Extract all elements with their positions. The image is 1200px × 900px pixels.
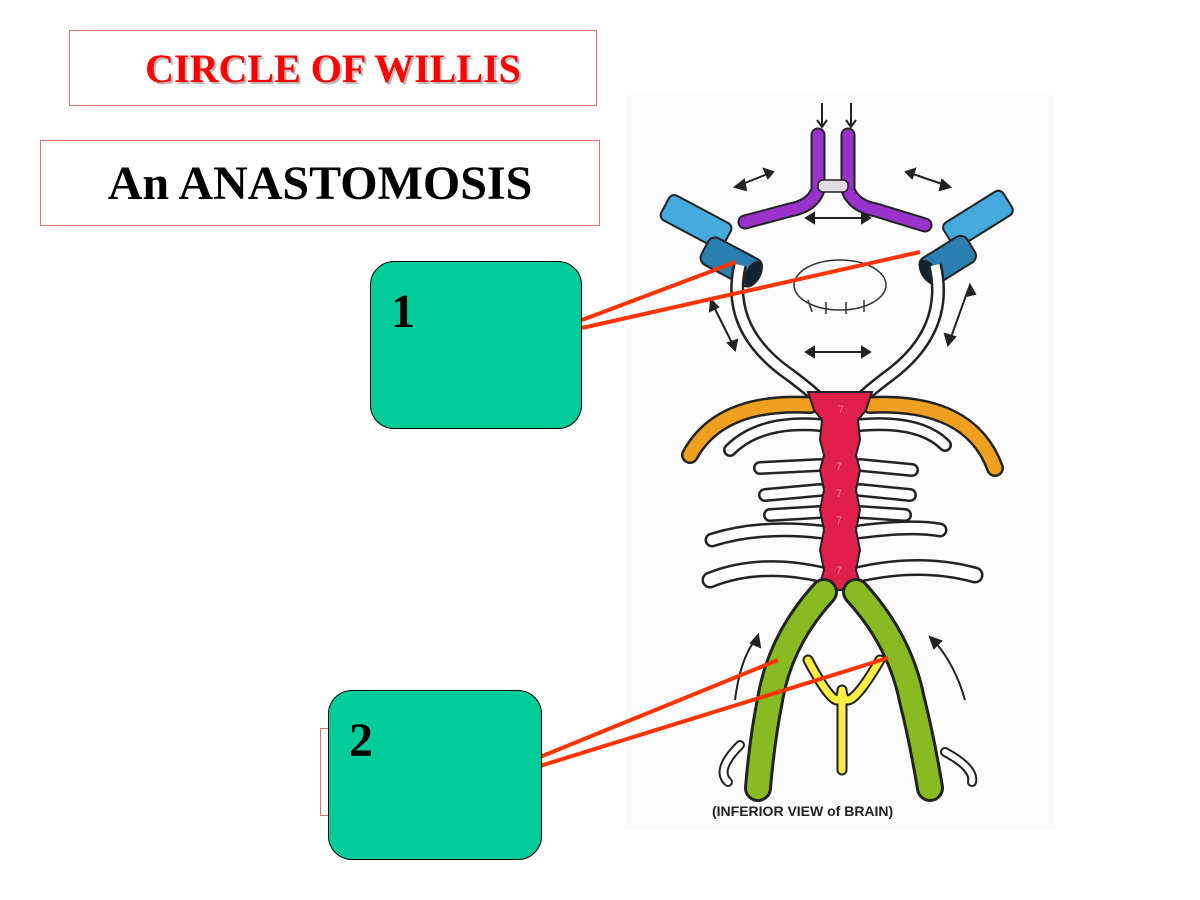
figure-caption: (INFERIOR VIEW of BRAIN): [712, 803, 894, 819]
posterior-inferior-branches: [718, 740, 978, 787]
artery-number-7a: 7: [838, 404, 844, 416]
leader-line-2b: [539, 656, 889, 768]
flow-arrows-top: [816, 103, 857, 129]
anterior-spinal-artery: [802, 654, 886, 776]
pontine-branches: [701, 417, 984, 589]
leader-line-1a: [581, 260, 737, 322]
label-box-2[interactable]: 2: [328, 690, 542, 860]
leader-line-2a: [539, 658, 779, 759]
anterior-communicating-artery: [817, 179, 849, 193]
superior-cerebellar-arteries: [681, 395, 1004, 477]
flow-arrows-bottom: [734, 632, 966, 701]
artery-number-7e: 7: [836, 565, 842, 577]
artery-number-7c: 7: [836, 488, 842, 500]
flow-arrows-middle: [708, 167, 977, 359]
leader-lines: [539, 250, 921, 768]
slide-subtitle: An ANASTOMOSIS: [107, 156, 533, 210]
subtitle-box: An ANASTOMOSIS: [40, 140, 600, 226]
title-box: CIRCLE OF WILLIS: [69, 30, 597, 106]
vertebral-arteries: [744, 578, 944, 802]
internal-carotid-arteries: [659, 189, 1014, 288]
label-box-1[interactable]: 1: [370, 261, 582, 429]
artery-number-7b: 7: [836, 461, 842, 473]
label-number-2: 2: [349, 714, 373, 767]
label-number-1: 1: [391, 285, 415, 338]
pituitary-outline: [793, 259, 887, 311]
artery-number-7d: 7: [836, 515, 842, 527]
artery-number-3: 3: [828, 157, 835, 171]
anterior-cerebral-arteries: 3: [737, 127, 933, 233]
leader-line-1b: [581, 250, 921, 330]
slide-title: CIRCLE OF WILLIS: [145, 45, 521, 91]
